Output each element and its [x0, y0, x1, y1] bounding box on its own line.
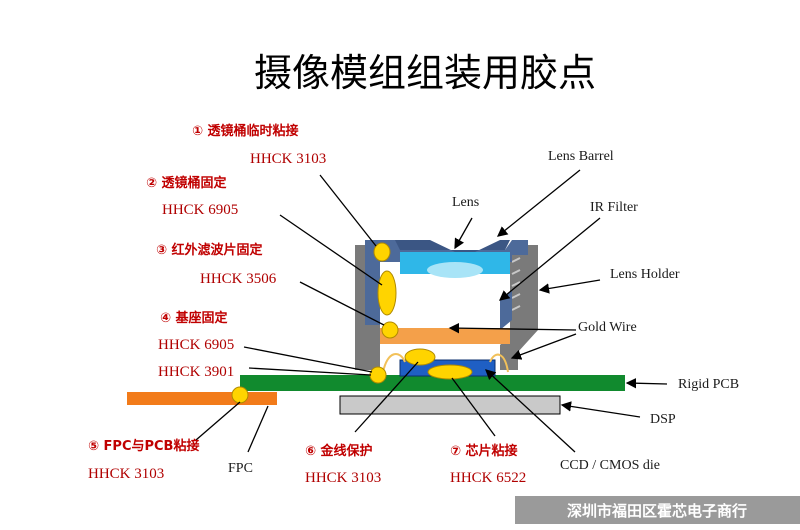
callout-4-code: HHCK 6905	[158, 337, 234, 353]
callout-2-code: HHCK 6905	[162, 202, 238, 218]
callout-6-name: ⑥ 金线保护	[305, 443, 373, 459]
gold-wire-right	[489, 353, 509, 373]
label-lens: Lens	[452, 195, 479, 210]
lens-barrel-top	[395, 240, 510, 252]
label-ir-filter: IR Filter	[590, 200, 638, 215]
callout-7-code: HHCK 6522	[450, 470, 526, 486]
glue-dot-7	[427, 364, 473, 380]
page-title: 摄像模组组装用胶点	[254, 51, 596, 95]
callout-3-name: ③ 红外滤波片固定	[156, 242, 263, 258]
callout-4b-code: HHCK 3901	[158, 364, 234, 380]
label-rigid-pcb: Rigid PCB	[678, 377, 739, 392]
footer-bar	[515, 496, 800, 524]
glue-dot-5	[231, 386, 249, 404]
holder-thread	[511, 257, 521, 311]
callout-5-code: HHCK 3103	[88, 466, 164, 482]
callout-4-name: ④ 基座固定	[160, 310, 228, 326]
glue-dot-4	[369, 366, 387, 384]
callout-6-code: HHCK 3103	[305, 470, 381, 486]
label-sensor: CCD / CMOS die	[560, 458, 660, 473]
fpc-strip	[127, 392, 277, 405]
glue-dot-3	[381, 321, 399, 339]
callout-1-code: HHCK 3103	[250, 151, 326, 167]
callout-3-code: HHCK 3506	[200, 271, 277, 287]
footer-text: 深圳市福田区霍芯电子商行	[567, 502, 747, 520]
label-gold-wire: Gold Wire	[578, 320, 637, 335]
label-fpc: FPC	[228, 461, 253, 476]
callout-5-name: ⑤ FPC与PCB粘接	[88, 438, 199, 454]
gold-wire-left	[382, 353, 406, 373]
rigid-pcb	[240, 375, 625, 391]
label-lens-barrel: Lens Barrel	[548, 149, 614, 164]
callout-7-name: ⑦ 芯片粘接	[450, 443, 518, 459]
callout-1-name: ① 透镜桶临时粘接	[192, 123, 299, 139]
glue-dot-1	[373, 242, 391, 262]
label-dsp: DSP	[650, 412, 676, 427]
dsp-chip	[339, 395, 561, 415]
callout-2-name: ② 透镜桶固定	[146, 175, 227, 191]
glue-dot-6	[404, 348, 436, 366]
label-lens-holder: Lens Holder	[610, 267, 680, 282]
ir-filter	[380, 328, 510, 344]
lens-highlight	[427, 262, 483, 278]
glue-dot-2	[377, 270, 397, 316]
